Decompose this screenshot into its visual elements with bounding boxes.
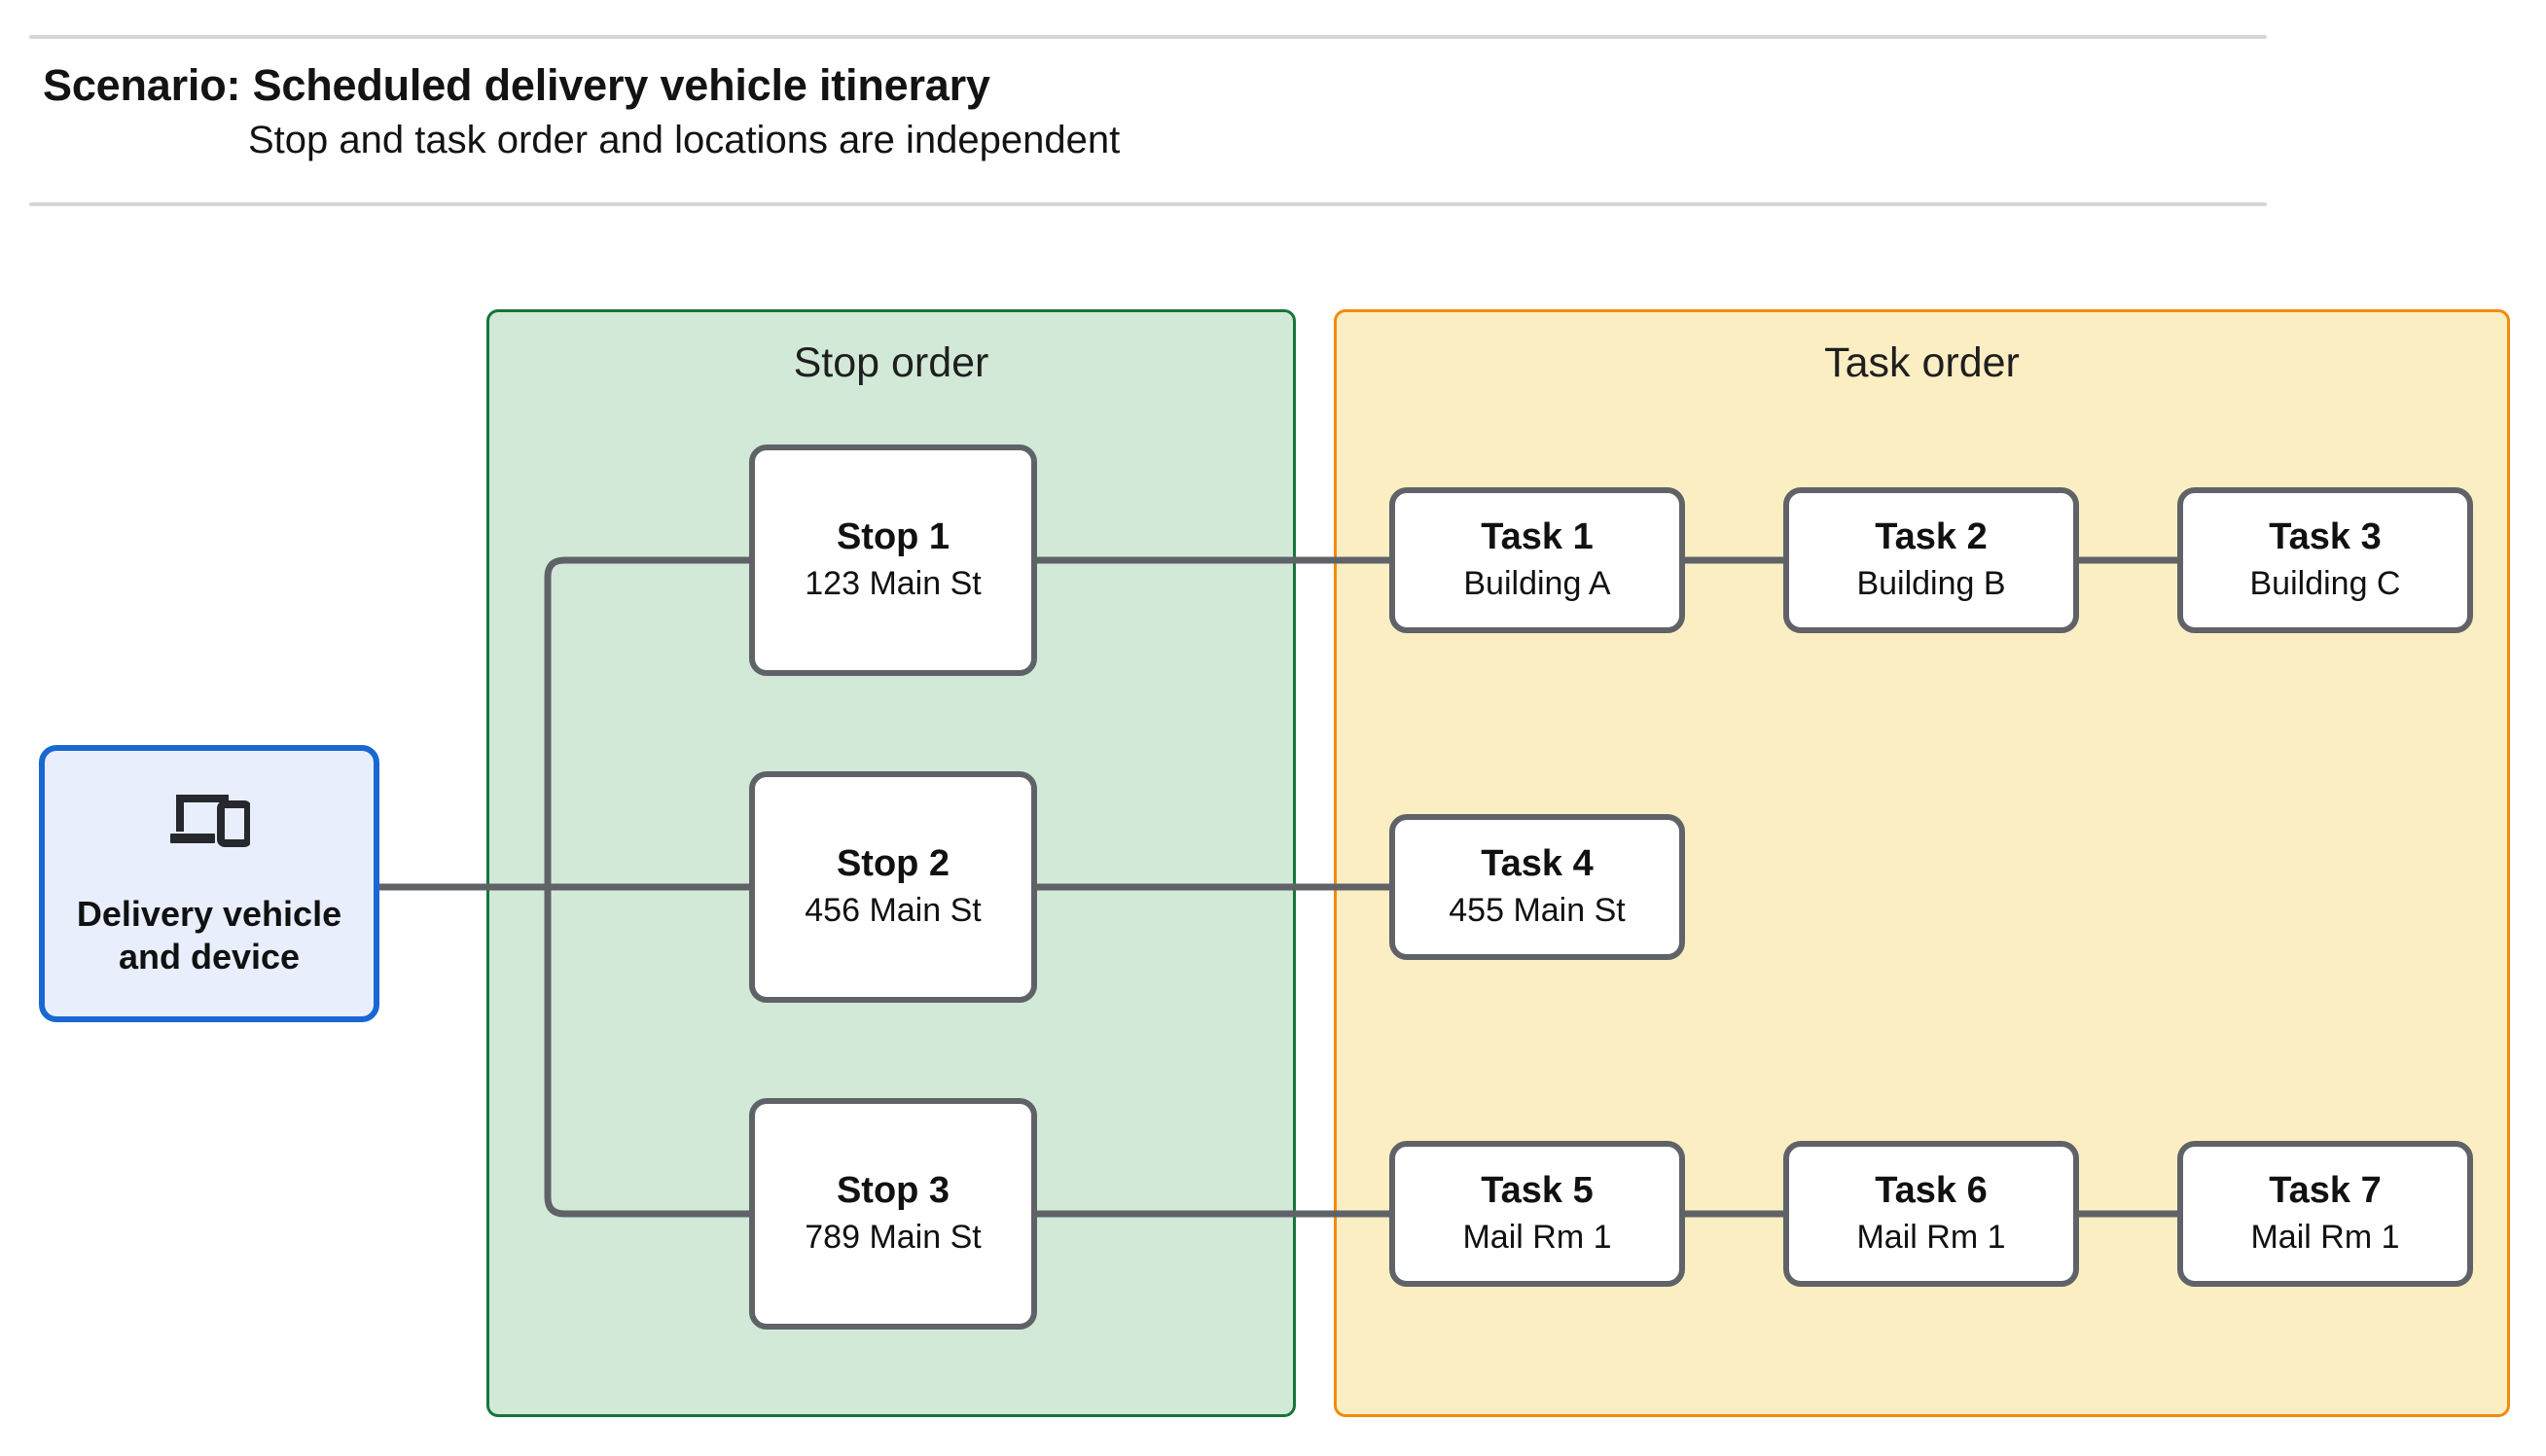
task-node-title: Task 3: [2269, 516, 2382, 558]
stop-node-title: Stop 2: [836, 843, 950, 885]
header-divider-top: [29, 35, 2267, 39]
task-node-title: Task 2: [1875, 516, 1988, 558]
task-node-title: Task 1: [1481, 516, 1594, 558]
task-node-location: Mail Rm 1: [2250, 1218, 2400, 1256]
stop-order-panel-title: Stop order: [793, 339, 989, 386]
device-node-label: Delivery vehicle and device: [76, 894, 342, 977]
stop-node-1[interactable]: Stop 1 123 Main St: [749, 444, 1037, 676]
task-order-panel-title: Task order: [1824, 339, 2020, 386]
task-node-location: Building A: [1463, 564, 1611, 602]
task-node-title: Task 7: [2269, 1170, 2382, 1212]
stop-node-title: Stop 3: [836, 1170, 950, 1212]
task-node-location: 455 Main St: [1449, 891, 1626, 929]
page-subtitle: Stop and task order and locations are in…: [248, 119, 1121, 161]
task-node-title: Task 6: [1875, 1170, 1988, 1212]
task-node-2[interactable]: Task 2 Building B: [1783, 487, 2079, 633]
header-divider-bottom: [29, 202, 2267, 206]
task-node-title: Task 4: [1481, 843, 1594, 885]
page-title: Scenario: Scheduled delivery vehicle iti…: [43, 60, 990, 110]
devices-icon: [168, 789, 252, 854]
task-node-title: Task 5: [1481, 1170, 1594, 1212]
task-node-location: Mail Rm 1: [1462, 1218, 1612, 1256]
stop-node-title: Stop 1: [836, 516, 950, 558]
task-node-3[interactable]: Task 3 Building C: [2177, 487, 2473, 633]
task-node-6[interactable]: Task 6 Mail Rm 1: [1783, 1141, 2079, 1287]
task-node-location: Mail Rm 1: [1856, 1218, 2006, 1256]
stop-node-3[interactable]: Stop 3 789 Main St: [749, 1098, 1037, 1330]
delivery-vehicle-and-device-node[interactable]: Delivery vehicle and device: [39, 745, 379, 1022]
stop-node-address: 789 Main St: [805, 1218, 982, 1256]
task-node-location: Building C: [2249, 564, 2401, 602]
stop-node-address: 456 Main St: [805, 891, 982, 929]
task-node-4[interactable]: Task 4 455 Main St: [1389, 814, 1685, 960]
stop-node-2[interactable]: Stop 2 456 Main St: [749, 771, 1037, 1003]
task-node-7[interactable]: Task 7 Mail Rm 1: [2177, 1141, 2473, 1287]
task-node-location: Building B: [1856, 564, 2006, 602]
stop-node-address: 123 Main St: [805, 564, 982, 602]
task-node-5[interactable]: Task 5 Mail Rm 1: [1389, 1141, 1685, 1287]
task-node-1[interactable]: Task 1 Building A: [1389, 487, 1685, 633]
